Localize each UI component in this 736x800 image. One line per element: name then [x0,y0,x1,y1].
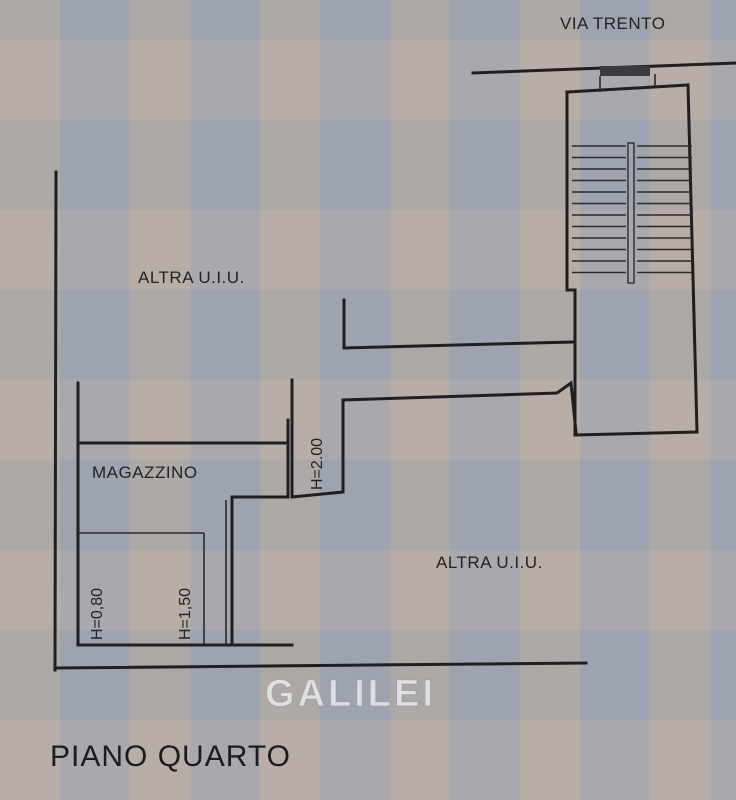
magazzino-label: MAGAZZINO [92,463,198,482]
altra-uiu-top-label: ALTRA U.I.U. [138,268,245,287]
stairwell [565,74,699,437]
street-label: VIA TRENTO [560,14,665,33]
corridor [290,298,578,499]
watermark: GALILEI [265,673,436,715]
entrance-door [600,66,650,76]
stair-steps [572,145,692,274]
floor-title: PIANO QUARTO [50,740,291,773]
height-150-label: H=1,50 [177,588,194,640]
stair-divider [627,142,635,284]
magazzino-room [76,381,294,647]
height-200-label: H=2.00 [309,438,326,490]
altra-uiu-bottom-label: ALTRA U.I.U. [436,553,543,572]
street-wall [471,61,736,76]
outer-walls [53,170,588,672]
height-080-label: H=0,80 [89,588,106,640]
